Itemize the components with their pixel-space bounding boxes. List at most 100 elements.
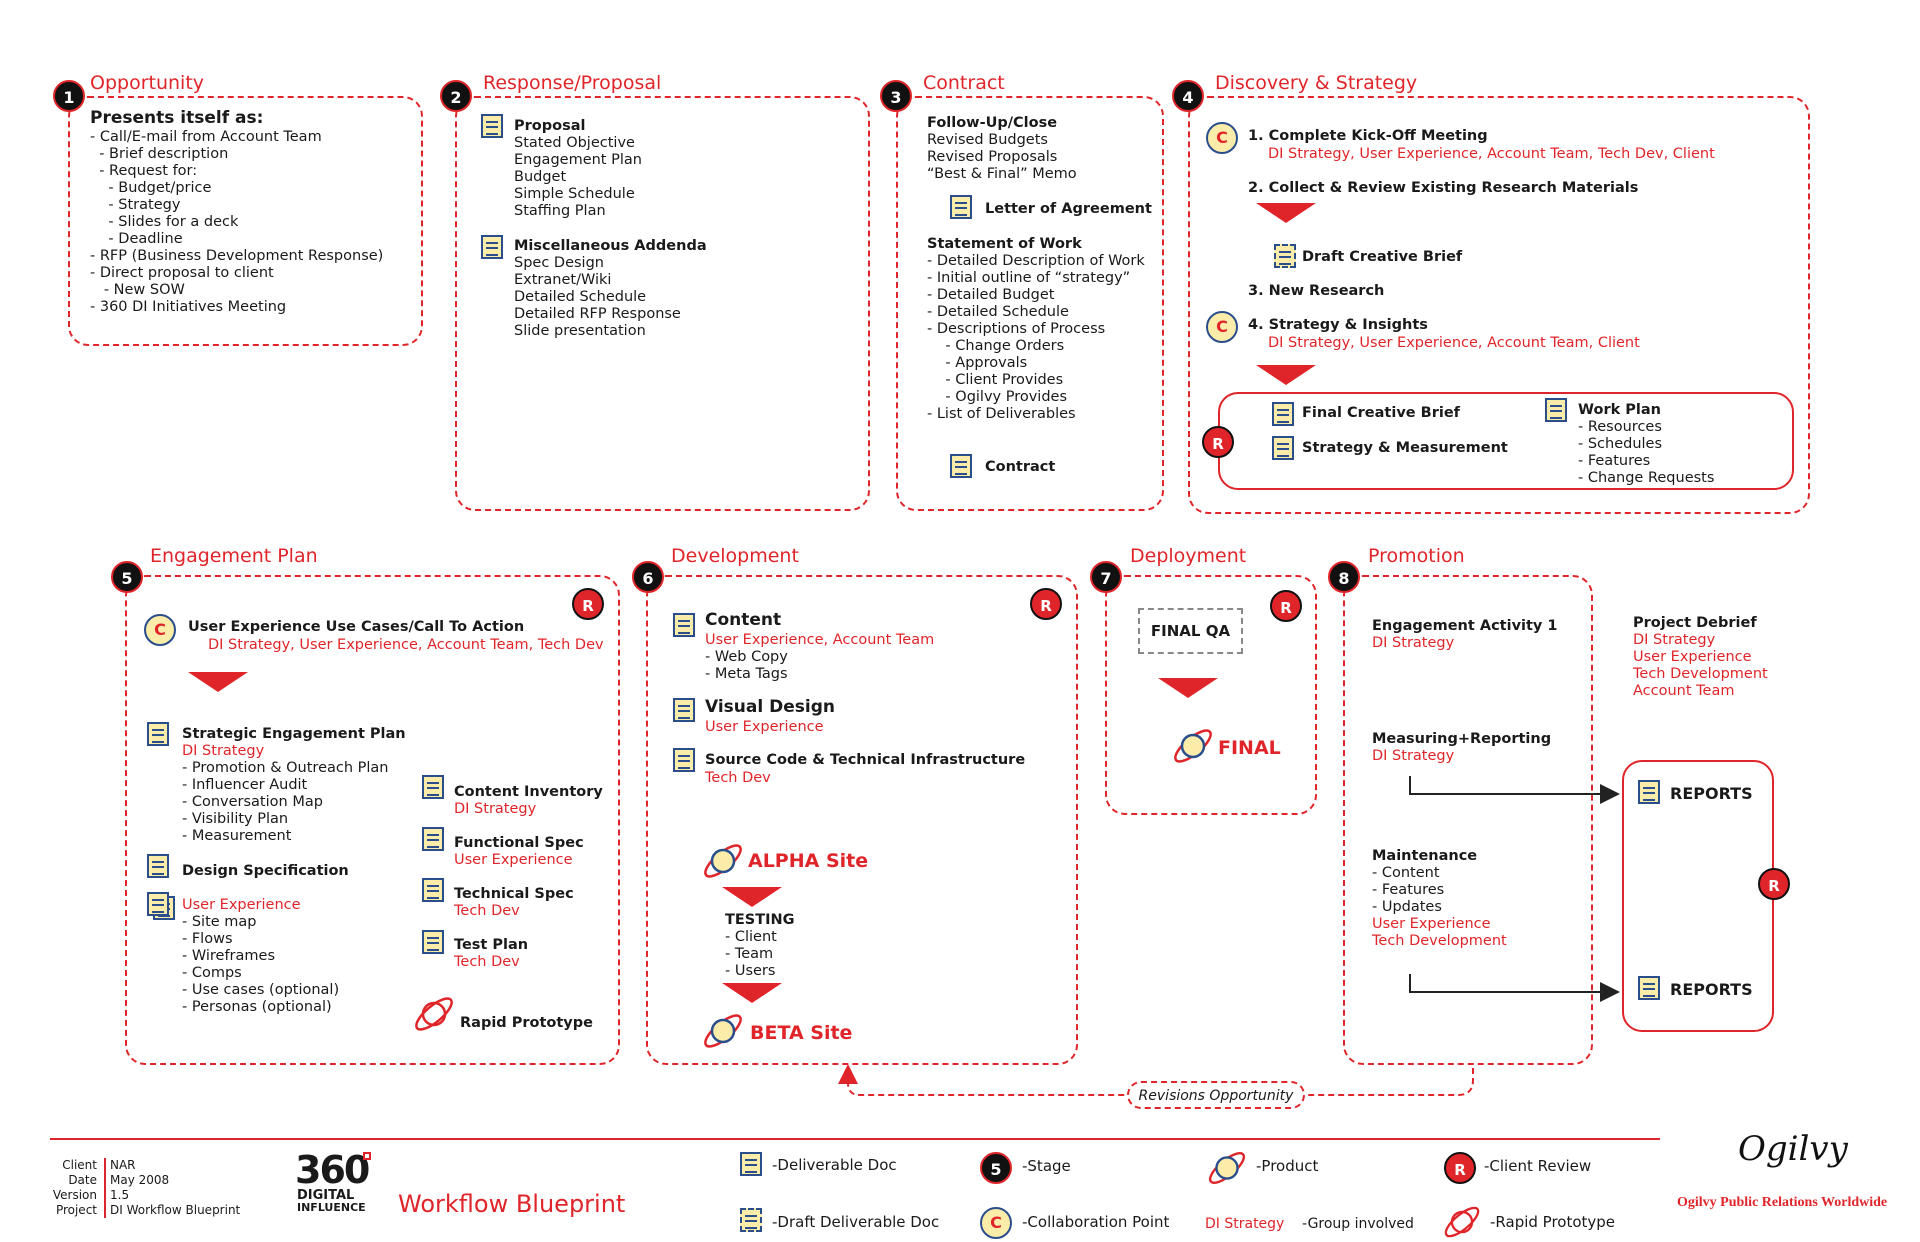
final-label: FINAL <box>1218 737 1281 759</box>
project-meta-values: NAR May 2008 1.5 DI Workflow Blueprint <box>110 1158 241 1217</box>
strategic-engagement-plan-group: DI Strategy <box>182 743 265 759</box>
client-review-icon: R <box>572 588 604 620</box>
footer-divider <box>50 1138 1660 1140</box>
new-research-step: 3. New Research <box>1248 283 1385 299</box>
deliverable-doc-icon <box>1272 402 1294 426</box>
revisions-opportunity-label: Revisions Opportunity <box>1127 1081 1305 1109</box>
technical-spec-title: Technical Spec <box>454 886 574 902</box>
design-spec-body: - Site map - Flows - Wireframes - Comps … <box>182 914 340 1015</box>
flow-arrow <box>722 983 782 1003</box>
design-spec-title: Design Specification <box>182 863 349 879</box>
deliverable-doc-icon <box>673 748 695 772</box>
beta-site-label: BETA Site <box>750 1022 853 1044</box>
work-plan-body: - Resources - Schedules - Features - Cha… <box>1578 419 1715 486</box>
legend-stage-icon: 5 <box>980 1152 1012 1184</box>
strategic-engagement-plan-body: - Promotion & Outreach Plan - Influencer… <box>182 760 389 844</box>
client-review-icon: R <box>1030 588 1062 620</box>
follow-up-title: Follow-Up/Close <box>927 115 1058 131</box>
deliverable-doc-icon <box>422 827 444 851</box>
stage-8-box <box>1343 575 1593 1065</box>
project-debrief-title: Project Debrief <box>1633 615 1757 631</box>
stage-4-title: Discovery & Strategy <box>1215 72 1418 94</box>
deliverable-doc-icon <box>1272 436 1294 460</box>
product-icon <box>704 1014 742 1048</box>
legend-draft-doc-icon <box>740 1208 762 1232</box>
client-review-icon: R <box>1758 868 1790 900</box>
stage-1-body: - Call/E-mail from Account Team - Brief … <box>90 129 384 315</box>
deliverable-doc-icon <box>673 698 695 722</box>
stage-2-number: 2 <box>440 80 472 112</box>
reports-label-2: REPORTS <box>1670 980 1753 999</box>
deliverable-doc-icon <box>673 613 695 637</box>
deliverable-doc-icon <box>1638 780 1660 804</box>
strategy-insights-groups: DI Strategy, User Experience, Account Te… <box>1268 335 1640 351</box>
deliverable-doc-icon <box>481 114 503 138</box>
stage-2-title: Response/Proposal <box>483 72 662 94</box>
measuring-reporting-title: Measuring+Reporting <box>1372 731 1552 747</box>
alpha-site-label: ALPHA Site <box>748 850 869 872</box>
legend-collaboration-icon: C <box>980 1207 1012 1239</box>
legend-product-label: -Product <box>1256 1157 1319 1175</box>
legend-client-review-icon: R <box>1444 1152 1476 1184</box>
stage-1-title: Opportunity <box>90 72 205 94</box>
deliverable-doc-icon <box>481 235 503 259</box>
kickoff-groups: DI Strategy, User Experience, Account Te… <box>1268 146 1715 162</box>
legend-deliverable-doc-label: -Deliverable Doc <box>772 1156 897 1174</box>
reports-arrow-2 <box>1409 974 1620 1002</box>
flow-arrow <box>188 672 248 692</box>
deliverable-doc-icon <box>1545 398 1567 422</box>
deliverable-doc-icon <box>147 854 169 878</box>
deliverable-doc-icon <box>147 892 169 916</box>
stage-8-title: Promotion <box>1368 545 1465 567</box>
draft-deliverable-doc-icon <box>1274 244 1296 268</box>
reports-label-1: REPORTS <box>1670 784 1753 803</box>
deliverable-doc-icon <box>1638 976 1660 1000</box>
kickoff-step: 1. Complete Kick-Off Meeting <box>1248 128 1488 144</box>
flow-arrow <box>1256 365 1316 385</box>
project-meta-labels: Client Date Version Project <box>52 1158 97 1217</box>
proposal-title: Proposal <box>514 118 586 134</box>
testing-body: - Client - Team - Users <box>725 929 777 979</box>
stage-6-title: Development <box>671 545 799 567</box>
engagement-activity-group: DI Strategy <box>1372 635 1455 651</box>
legend-stage-label: -Stage <box>1022 1157 1071 1175</box>
legend-client-review-label: -Client Review <box>1484 1157 1592 1175</box>
engagement-activity-title: Engagement Activity 1 <box>1372 618 1558 634</box>
logo-360: 360 <box>295 1148 370 1192</box>
testing-title: TESTING <box>725 912 795 928</box>
stage-1-heading: Presents itself as: <box>90 108 264 128</box>
workflow-blueprint-title: Workflow Blueprint <box>398 1190 626 1218</box>
stage-5-title: Engagement Plan <box>150 545 318 567</box>
visual-design-group: User Experience <box>705 719 824 735</box>
functional-spec-group: User Experience <box>454 852 573 868</box>
client-review-icon: R <box>1202 426 1234 458</box>
client-review-icon: R <box>1270 590 1302 622</box>
maintenance-title: Maintenance <box>1372 848 1478 864</box>
flow-arrow <box>1158 678 1218 698</box>
deliverable-doc-icon <box>422 775 444 799</box>
design-spec-group: User Experience <box>182 897 301 913</box>
legend-group-label: -Group involved <box>1302 1216 1414 1232</box>
strategy-measurement: Strategy & Measurement <box>1302 440 1508 456</box>
stage-7-title: Deployment <box>1130 545 1247 567</box>
flow-arrow <box>722 887 782 907</box>
project-debrief-groups: DI Strategy User Experience Tech Develop… <box>1633 632 1768 699</box>
stage-4-number: 4 <box>1172 80 1204 112</box>
measuring-reporting-group: DI Strategy <box>1372 748 1455 764</box>
draft-creative-brief: Draft Creative Brief <box>1302 249 1463 265</box>
final-creative-brief: Final Creative Brief <box>1302 405 1460 421</box>
deliverable-doc-icon <box>950 454 972 478</box>
misc-addenda-body: Spec Design Extranet/Wiki Detailed Sched… <box>514 255 681 339</box>
work-plan-title: Work Plan <box>1578 402 1661 418</box>
stage-3-box <box>896 96 1164 511</box>
technical-spec-group: Tech Dev <box>454 903 520 919</box>
follow-up-body: Revised Budgets Revised Proposals “Best … <box>927 132 1077 182</box>
stage-1-number: 1 <box>53 80 85 112</box>
legend-deliverable-doc-icon <box>740 1152 762 1176</box>
proposal-body: Stated Objective Engagement Plan Budget … <box>514 135 642 219</box>
ux-use-cases-groups: DI Strategy, User Experience, Account Te… <box>208 637 604 653</box>
logo-influence: INFLUENCE <box>297 1201 366 1214</box>
source-code-group: Tech Dev <box>705 770 771 786</box>
content-body: - Web Copy - Meta Tags <box>705 649 788 682</box>
legend-product-icon <box>1208 1152 1246 1184</box>
